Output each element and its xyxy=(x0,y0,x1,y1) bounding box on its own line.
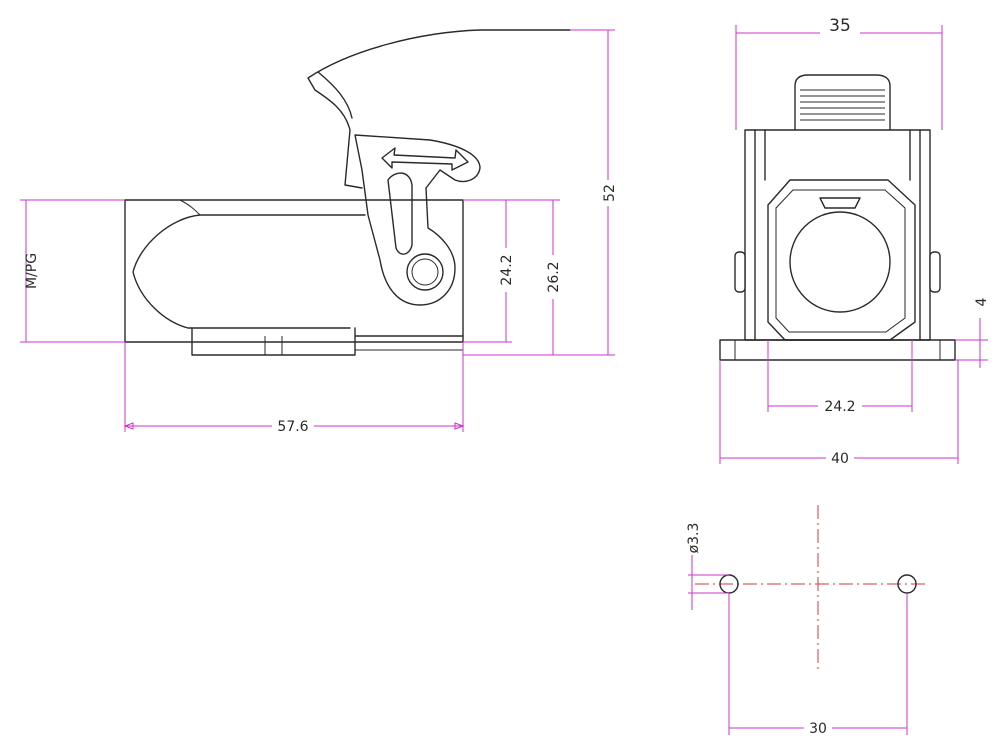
front-view-left-pin xyxy=(734,251,746,293)
front-view: 35 4 24.2 40 xyxy=(719,14,990,467)
dim-outer-height-label: 26.2 xyxy=(546,261,562,292)
front-view-inner-frame-2 xyxy=(775,189,906,333)
front-view-right-pin xyxy=(929,251,941,293)
front-view-flange xyxy=(719,339,956,361)
side-view-lock-slot xyxy=(387,172,413,255)
dim-inner-width-label: 24.2 xyxy=(824,399,855,415)
front-view-housing xyxy=(744,129,931,341)
dim-outer-height-26-2: 26.2 xyxy=(463,199,563,356)
dim-base-width-label: 40 xyxy=(831,451,849,467)
dim-total-height-52: 52 xyxy=(560,29,618,356)
side-view-lock-bracket xyxy=(354,134,481,306)
front-view-latch xyxy=(794,74,891,131)
dim-width-label: 57.6 xyxy=(277,419,308,435)
front-view-cable-opening xyxy=(789,211,891,313)
dim-hole-diameter-label: ø3.3 xyxy=(686,523,702,554)
dim-base-width-40: 40 xyxy=(719,360,959,467)
dim-inner-height-label: 24.2 xyxy=(499,254,515,285)
front-view-side-ribs xyxy=(754,129,921,341)
front-view-top-tab xyxy=(819,197,861,209)
side-view-inner-contour xyxy=(132,214,366,329)
side-view-lever-arm xyxy=(307,29,571,189)
dim-thread-label: M/PG xyxy=(24,253,40,289)
dim-hole-spacing-30: 30 xyxy=(728,593,908,737)
front-view-latch-grip xyxy=(800,89,885,121)
dim-top-width-35: 35 xyxy=(735,14,943,130)
dim-flange-thickness-label: 4 xyxy=(974,297,990,306)
dim-inner-height-24-2: 24.2 xyxy=(463,199,516,343)
dim-inner-width-24-2: 24.2 xyxy=(767,340,913,415)
double-arrow-icon xyxy=(381,147,469,171)
side-view-base-rail-joint xyxy=(264,336,463,355)
dim-thread: M/PG xyxy=(20,199,125,343)
dim-flange-thickness-4: 4 xyxy=(955,297,990,368)
side-view: 57.6 M/PG 24.2 26.2 52 xyxy=(20,29,618,435)
side-view-lever-inner xyxy=(317,71,353,119)
dim-hole-diameter-3-3: ø3.3 xyxy=(686,523,729,610)
dim-hole-spacing-label: 30 xyxy=(809,721,827,737)
side-view-top-edge xyxy=(179,199,201,216)
hole-pattern-view: ø3.3 30 xyxy=(686,505,928,737)
dim-top-width-label: 35 xyxy=(829,16,851,36)
dim-total-height-label: 52 xyxy=(602,184,618,202)
dim-width-57-6: 57.6 xyxy=(123,342,465,435)
